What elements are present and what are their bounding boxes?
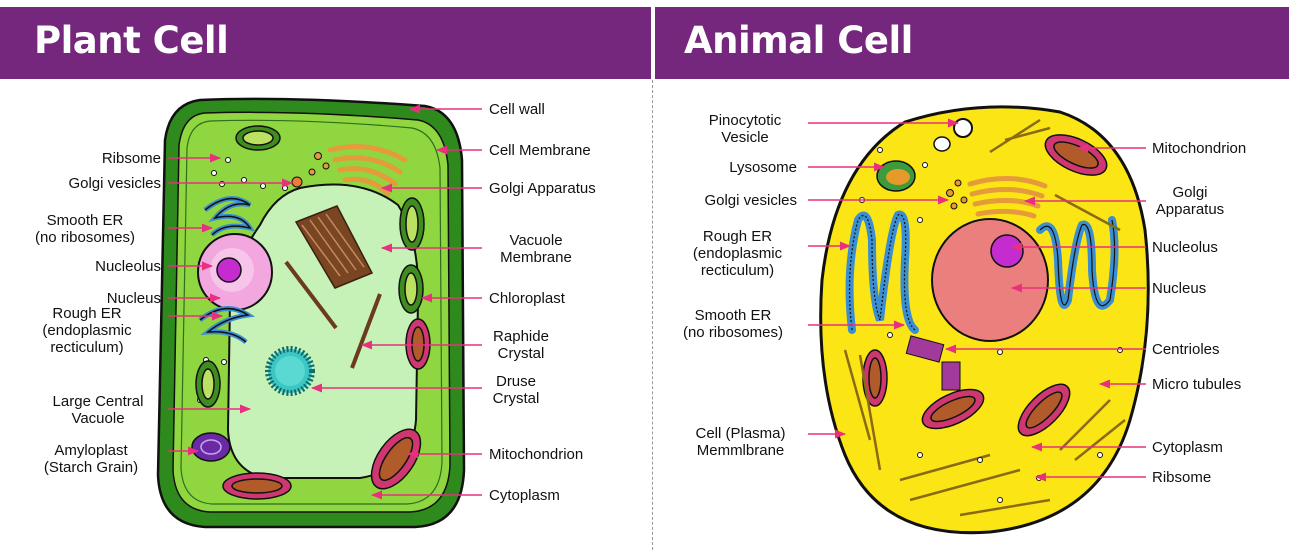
label-plant-cytoplasm: Cytoplasm [489, 487, 560, 504]
label-animal-nucleolus: Nucleolus [1152, 239, 1218, 256]
animal-cell [808, 107, 1148, 533]
label-chloroplast: Chloroplast [489, 290, 565, 307]
label-large-central-vacuole: Large Central Vacuole [38, 393, 158, 427]
label-plant-ribsome: Ribsome [102, 150, 161, 167]
amyloplast [192, 433, 230, 461]
animal-nucleolus [991, 235, 1023, 267]
animal-nucleus [932, 219, 1048, 341]
label-pinocytotic-vesicle: Pinocytotic Vesicle [690, 112, 800, 146]
label-raphide-crystal: Raphide Crystal [486, 328, 556, 362]
label-animal-nucleus: Nucleus [1152, 280, 1206, 297]
label-lysosome: Lysosome [729, 159, 797, 176]
label-animal-golgi-vesicles: Golgi vesicles [704, 192, 797, 209]
label-plant-golgi-vesicles: Golgi vesicles [68, 175, 161, 192]
label-plant-smooth-er: Smooth ER (no ribosomes) [20, 212, 150, 246]
label-druse-crystal: Druse Crystal [486, 373, 546, 407]
label-vacuole-membrane: Vacuole Membrane [486, 232, 586, 266]
label-centrioles: Centrioles [1152, 341, 1220, 358]
label-plant-mitochondrion: Mitochondrion [489, 446, 583, 463]
label-cell-membrane: Cell Membrane [489, 142, 591, 159]
label-plant-nucleolus: Nucleolus [95, 258, 161, 275]
plant-nucleolus [217, 258, 241, 282]
label-animal-rough-er: Rough ER (endoplasmic recticulum) [675, 228, 800, 279]
label-plant-golgi-apparatus: Golgi Apparatus [489, 180, 596, 197]
druse-crystal [268, 349, 312, 393]
label-animal-ribsome: Ribsome [1152, 469, 1211, 486]
label-cell-plasma-membrane: Cell (Plasma) Memmlbrane [678, 425, 803, 459]
label-amyloplast: Amyloplast (Starch Grain) [26, 442, 156, 476]
label-plant-rough-er: Rough ER (endoplasmic recticulum) [22, 305, 152, 356]
lysosome [877, 161, 915, 191]
plant-cell [158, 99, 482, 527]
label-animal-golgi-apparatus: Golgi Apparatus [1148, 184, 1232, 218]
label-animal-smooth-er: Smooth ER (no ribosomes) [668, 307, 798, 341]
label-animal-mitochondrion: Mitochondrion [1152, 140, 1246, 157]
label-micro-tubules: Micro tubules [1152, 376, 1241, 393]
label-animal-cytoplasm: Cytoplasm [1152, 439, 1223, 456]
label-cell-wall: Cell wall [489, 101, 545, 118]
